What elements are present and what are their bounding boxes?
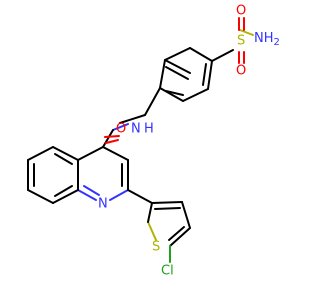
bond — [181, 201, 191, 229]
bond — [112, 123, 129, 131]
bond — [77, 189, 97, 201]
amide-o-label: O — [116, 122, 126, 137]
sulfonyl-o-bottom-label: O — [236, 64, 246, 79]
bond — [147, 202, 153, 223]
bond — [109, 189, 129, 201]
bond — [119, 114, 146, 124]
bond — [77, 146, 104, 161]
bond — [165, 66, 189, 80]
bond — [54, 185, 73, 197]
bond — [151, 201, 183, 204]
bond — [164, 47, 191, 61]
bond — [102, 146, 129, 161]
bond — [164, 59, 191, 74]
quinoline-n-label: N — [98, 197, 108, 212]
thiophene-s-label: S — [152, 240, 160, 255]
bond — [168, 226, 185, 241]
bond — [169, 227, 191, 247]
bond — [147, 221, 157, 241]
chlorine-label: Cl — [161, 264, 174, 279]
bond — [105, 139, 119, 144]
bond — [165, 90, 184, 96]
bond — [127, 189, 153, 204]
molecule-structure: NH2 S O O O N H N S Cl — [27, 4, 280, 279]
bond — [154, 207, 181, 210]
bond — [207, 60, 213, 90]
bond — [83, 185, 100, 196]
sulfonyl-o-top-label: O — [236, 4, 246, 19]
bond — [104, 135, 120, 138]
bond — [54, 153, 73, 165]
atom-labels: NH2 S O O O N H N S Cl — [98, 4, 280, 279]
bond — [52, 189, 79, 204]
bond — [182, 88, 209, 102]
bond — [27, 146, 54, 161]
sulfonamide-s-label: S — [237, 34, 245, 49]
amide-n-label: N — [131, 122, 141, 137]
bond — [159, 87, 184, 102]
bonds — [27, 17, 254, 263]
bond — [189, 47, 213, 62]
amide-h-label: H — [144, 122, 154, 137]
bond — [27, 189, 54, 204]
bond — [144, 87, 161, 116]
sulfonamide-n-label: NH2 — [254, 31, 280, 48]
bond — [102, 129, 114, 148]
bond — [52, 146, 79, 161]
bond — [211, 49, 234, 62]
bond — [202, 63, 207, 86]
bond — [159, 59, 166, 89]
bond — [239, 29, 254, 36]
